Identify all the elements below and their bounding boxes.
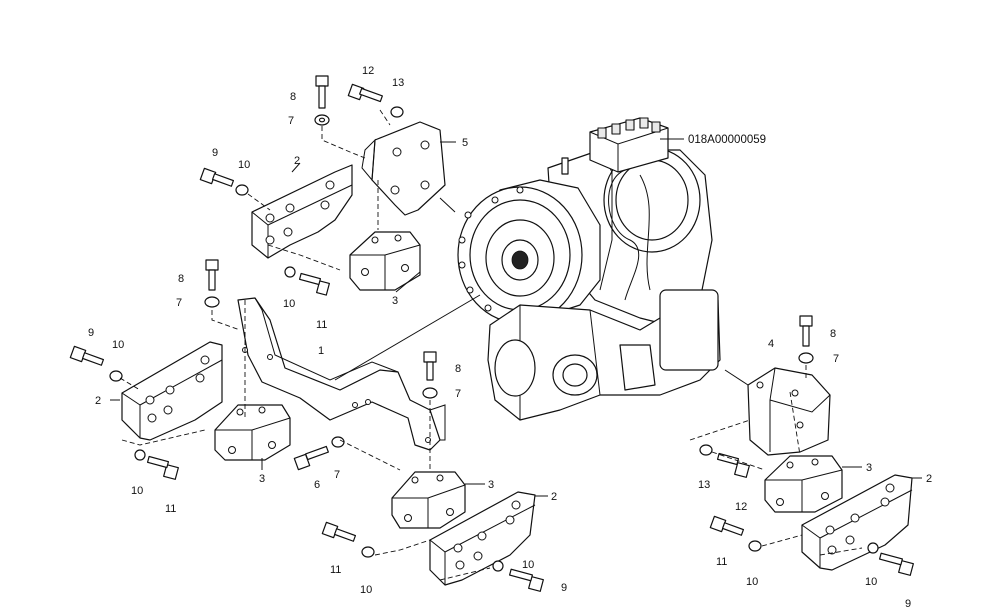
callout-label: 11 [716, 556, 727, 568]
callout-label: 8 [830, 328, 836, 340]
rubber-mount-part-3-left [214, 404, 291, 461]
callout-label: 11 [330, 564, 341, 576]
callout-label: 2 [551, 491, 557, 503]
callout-label: 2 [926, 473, 932, 485]
assembly-lines [119, 109, 863, 581]
callout-label: 5 [462, 137, 468, 149]
fasteners [69, 75, 914, 592]
callout-label: 6 [314, 479, 320, 491]
u-bracket-part-4 [747, 367, 831, 456]
callout-label: 3 [866, 462, 872, 474]
callout-label: 7 [334, 469, 340, 481]
rubber-mount-part-3-right [764, 455, 843, 513]
callout-label: 13 [698, 479, 710, 491]
callout-label: 8 [290, 91, 296, 103]
leader-lines [110, 141, 922, 497]
callout-label: 10 [746, 576, 758, 588]
callout-label: 12 [362, 65, 374, 77]
callout-label: 9 [905, 598, 911, 610]
callout-label: 10 [131, 485, 143, 497]
rubber-mount-part-3-bottom [391, 471, 466, 529]
callout-label: 7 [288, 115, 294, 127]
callout-label: 4 [768, 338, 774, 350]
callout-label: 12 [735, 501, 747, 513]
control-valve-block [589, 117, 669, 173]
callout-label: 7 [176, 297, 182, 309]
callout-label: 13 [392, 77, 404, 89]
callout-label: 3 [392, 295, 398, 307]
angle-bracket-part-2-right [801, 474, 913, 571]
callout-label: 2 [294, 155, 300, 167]
callout-label: 10 [112, 339, 124, 351]
callout-label: 7 [833, 353, 839, 365]
callout-label: 9 [561, 582, 567, 594]
angle-bracket-part-2-bottom [429, 491, 536, 586]
callout-label: 3 [488, 479, 494, 491]
callout-label: 10 [522, 559, 534, 571]
callout-label: 10 [238, 159, 250, 171]
callout-label: 1 [318, 345, 324, 357]
callout-label: 7 [455, 388, 461, 400]
callout-label: 3 [259, 473, 265, 485]
callout-label: 8 [178, 273, 184, 285]
callout-label: 9 [212, 147, 218, 159]
callout-label: 9 [88, 327, 94, 339]
callout-label: 10 [865, 576, 877, 588]
callout-label: 2 [95, 395, 101, 407]
callout-label: 11 [165, 503, 176, 515]
callout-labels: 8 12 13 7 5 9 10 2 8 7 10 11 3 9 10 2 1 … [88, 65, 932, 610]
reference-code-label: 018A00000059 [688, 134, 766, 146]
angle-bracket-part-2-upper [251, 164, 353, 259]
angle-bracket-part-2-left [121, 341, 223, 441]
rubber-mount-part-3-upper [349, 231, 421, 291]
transmission-assembly [457, 117, 721, 421]
mount-plate-part-5 [361, 121, 446, 216]
callout-label: 8 [455, 363, 461, 375]
callout-label: 10 [283, 298, 295, 310]
callout-label: 10 [360, 584, 372, 596]
callout-label: 11 [316, 319, 327, 331]
